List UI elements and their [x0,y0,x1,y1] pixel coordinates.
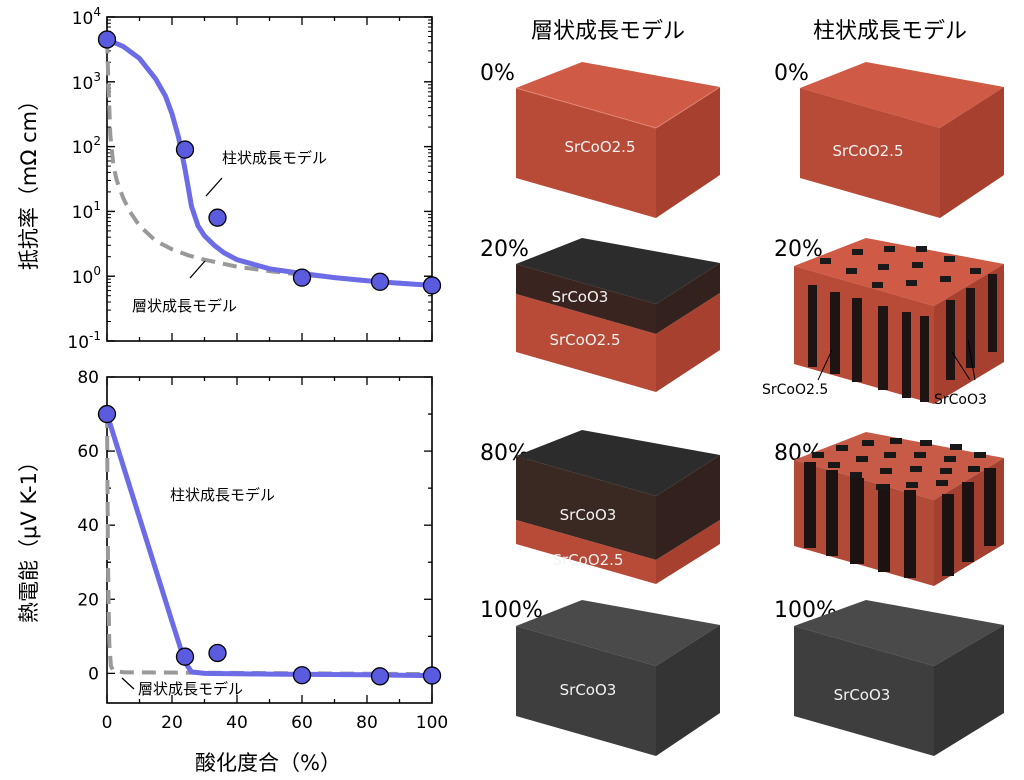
thermopower-layered-annotation: 層状成長モデル [138,680,243,698]
layered-label-100: 100% [480,598,543,623]
s-ytick-label: 80 [77,368,99,388]
layered-cube-20: SrCoO3 SrCoO2.5 [516,238,720,392]
resistivity-point [370,272,390,291]
layered-20-srcoo3-label: SrCoO3 [552,288,609,306]
s-ytick-label: 20 [77,590,99,610]
s-xtick-label: 80 [356,713,378,733]
columnar-20-srcoo25-label: SrCoO2.5 [762,382,828,398]
resistivity-columnar-curve [106,37,433,288]
columnar-80-column-tops [812,438,986,490]
resistivity-point [97,30,117,49]
ytick-1e1: 101 [72,199,101,223]
columnar-20-columns [808,274,997,402]
s-xtick-label: 60 [291,713,313,733]
thermopower-point [422,666,442,685]
s-xtick-label: 40 [226,713,248,733]
thermopower-points [97,404,442,686]
layered-100-srcoo3-label: SrCoO3 [560,681,617,699]
thermopower-point [370,667,390,686]
layered-column-title: 層状成長モデル [531,19,685,44]
columnar-cube-20: SrCoO2.5 SrCoO3 [762,238,1004,408]
s-ytick-label: 0 [88,664,99,684]
x-axis-label: 酸化度合（%） [195,751,341,775]
thermopower-y-axis-label: 熱電能（μV K-1） [17,451,41,623]
columnar-annotation: 柱状成長モデル [222,149,327,167]
thermopower-layered-curve [105,413,433,677]
thermopower-point [292,666,312,685]
columnar-80-columns [804,462,996,578]
thermopower-columnar-annotation: 柱状成長モデル [170,486,275,504]
ytick-1e2: 102 [72,134,101,158]
ytick-1e0: 100 [72,264,101,288]
resistivity-point [422,276,442,295]
layered-cube-0: SrCoO2.5 [515,62,721,218]
columnar-cube-100: SrCoO3 [794,600,1004,756]
thermopower-x-tick-labels: 0 20 40 60 80 100 [102,713,449,733]
layered-label-0: 0% [480,61,515,86]
columnar-100-srcoo3-label: SrCoO3 [834,686,891,704]
layered-label-20: 20% [480,237,529,262]
layered-cube-100: SrCoO3 [516,600,720,756]
resistivity-ticks [106,16,433,342]
layered-80-srcoo25-label: SrCoO2.5 [552,551,623,569]
resistivity-point [292,268,312,287]
layered-20-srcoo25-label: SrCoO2.5 [549,331,620,349]
ytick-1e3: 103 [72,70,101,94]
resistivity-chart: 104 103 102 101 100 10-1 抵抗率（mΩ cm） 柱状成長… [17,5,442,353]
thermopower-plot-frame [106,376,433,704]
layered-cube-80: SrCoO3 SrCoO2.5 [516,430,720,584]
thermopower-y-tick-labels: 0 20 40 60 80 [77,368,99,684]
ytick-1e-1: 10-1 [67,329,101,353]
thermopower-ticks [106,376,433,703]
s-ytick-label: 40 [77,516,99,536]
ytick-1e4: 104 [72,5,101,29]
resistivity-y-axis-label: 抵抗率（mΩ cm） [17,90,41,270]
resistivity-plot-frame [106,16,433,342]
resistivity-point [175,140,195,159]
s-ytick-label: 60 [77,442,99,462]
layered-annotation: 層状成長モデル [132,297,237,315]
columnar-column-title: 柱状成長モデル [813,19,967,44]
thermopower-point [97,404,117,424]
thermopower-point [175,647,195,666]
thermopower-columnar-curve [104,413,433,679]
resistivity-points [97,30,442,295]
columnar-20-srcoo3-label: SrCoO3 [934,392,987,408]
s-xtick-label: 20 [161,713,183,733]
layered-0-srcoo25-label: SrCoO2.5 [564,138,635,156]
layered-annotation-leader [189,260,206,279]
columnar-cube-80 [794,432,1004,586]
s-xtick-label: 100 [416,713,448,733]
columnar-0-srcoo25-label: SrCoO2.5 [832,142,903,160]
resistivity-y-tick-labels: 104 103 102 101 100 10-1 [67,5,101,353]
columnar-cube-0: SrCoO2.5 [800,62,1004,218]
layered-80-srcoo3-label: SrCoO3 [560,506,617,524]
columnar-annotation-leader [205,177,223,197]
columnar-label-0: 0% [774,61,809,86]
s-xtick-label: 0 [102,713,113,733]
columnar-label-20: 20% [774,237,823,262]
thermopower-layered-leader [121,677,135,690]
columnar-20-column-tops [820,246,981,288]
resistivity-point [208,208,227,227]
thermopower-chart: 0 20 40 60 80 0 20 40 60 80 100 熱電能（μV K-1） 酸化度合（… [17,368,448,775]
thermopower-point [208,643,227,663]
